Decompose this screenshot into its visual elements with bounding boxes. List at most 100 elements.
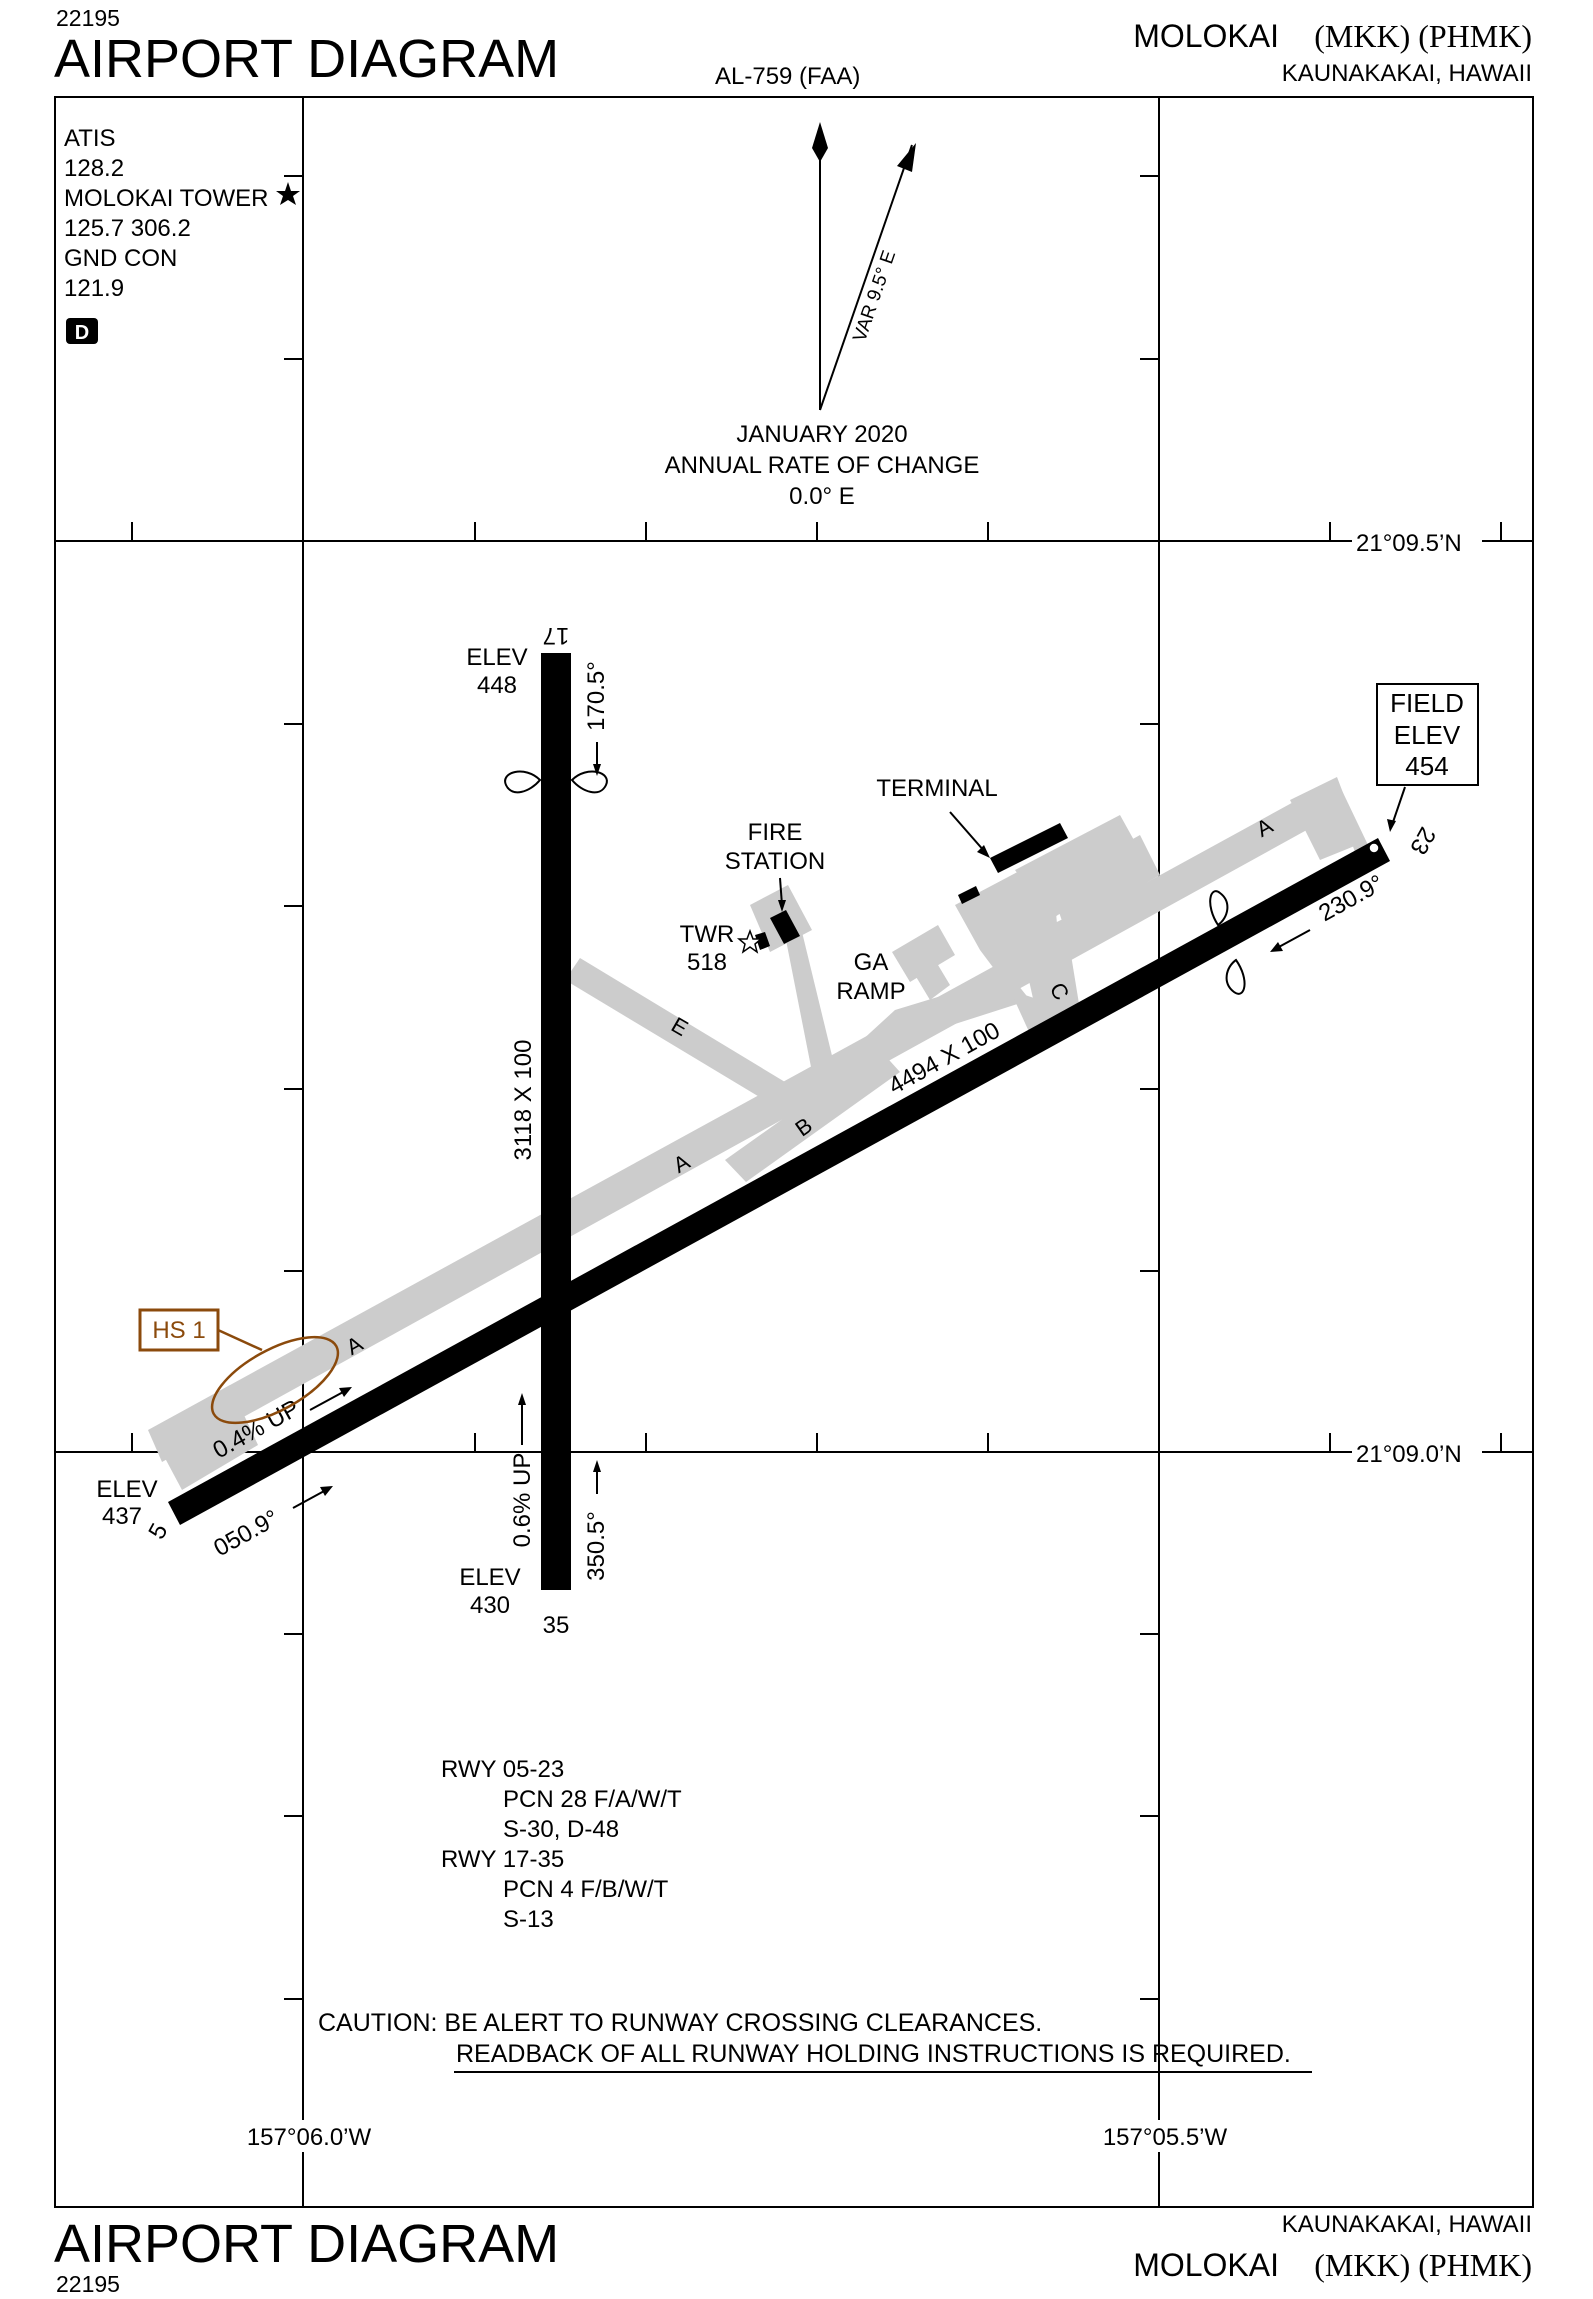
slope-arrowhead-17-35-icon xyxy=(518,1393,526,1405)
atis-frequency: 128.2 xyxy=(64,155,124,182)
procedure-id: AL-759 (FAA) xyxy=(715,63,860,90)
taxiway-a xyxy=(148,782,1343,1462)
runway-23-heading-arrow xyxy=(1276,929,1311,949)
magnetic-variation: VAR 9.5° E xyxy=(849,248,900,345)
note-rwy-05-23: RWY 05-23 xyxy=(441,1756,564,1783)
runway-5-heading-arrow xyxy=(292,1489,327,1509)
terminal-arrowhead-icon xyxy=(977,845,990,858)
field-elev-arrowhead-icon xyxy=(1387,819,1396,832)
runway-5-elev-label: ELEV xyxy=(96,1476,157,1503)
terminal-label: TERMINAL xyxy=(876,775,997,802)
fire-station-label-2: STATION xyxy=(725,848,825,875)
pavement-notes: RWY 05-23 PCN 28 F/A/W/T S-30, D-48 RWY … xyxy=(441,1756,682,1933)
taxiway-c xyxy=(1020,918,1080,1030)
terminal-building xyxy=(990,823,1068,873)
longitude-right: 157°05.5’W xyxy=(1103,2124,1228,2151)
runway-5-arrowhead-icon xyxy=(320,1486,333,1496)
tower-frequencies: 125.7 306.2 xyxy=(64,215,191,242)
lon-right-bg xyxy=(1090,2120,1240,2152)
ga-ramp-link xyxy=(915,960,950,1000)
tower-label: MOLOKAI TOWER xyxy=(64,185,268,212)
footer-airport-name: MOLOKAI xyxy=(1133,2247,1279,2283)
latitude-top: 21°09.5’N xyxy=(1356,530,1462,557)
runup-pad-east-2 xyxy=(1290,777,1362,860)
airport-name: MOLOKAI xyxy=(1133,18,1279,54)
tower-star-icon xyxy=(736,928,764,954)
caution-line-2: READBACK OF ALL RUNWAY HOLDING INSTRUCTI… xyxy=(456,2040,1291,2068)
part-time-star-icon xyxy=(276,182,300,205)
runway-23-number: 23 xyxy=(1404,822,1441,858)
fire-station-building xyxy=(770,910,800,944)
runway-17-35 xyxy=(541,653,571,1590)
runway-05-23 xyxy=(168,838,1390,1525)
runway-35-heading: 350.5° xyxy=(583,1511,610,1581)
field-elev-label-2: ELEV xyxy=(1394,720,1461,750)
terminal-leader xyxy=(949,811,986,853)
runway-17-35-dimensions: 3118 X 100 xyxy=(510,1040,537,1161)
taxiway-junction xyxy=(770,1060,845,1118)
runup-pad-west xyxy=(150,1385,258,1490)
annual-rate-value: 0.0° E xyxy=(789,483,855,510)
tower-building xyxy=(755,932,770,950)
runway-17-elevation: 448 xyxy=(477,672,517,699)
approach-symbol-23 xyxy=(1209,890,1246,995)
north-arrow: VAR 9.5° E JANUARY 2020 ANNUAL RATE OF C… xyxy=(665,122,980,510)
ga-ramp-label-1: GA xyxy=(854,949,889,976)
note-rwy-17-35-pcn: PCN 4 F/B/W/T xyxy=(503,1876,669,1903)
field-elev-label-1: FIELD xyxy=(1390,688,1464,718)
footer-airport-codes: (MKK) (PHMK) xyxy=(1314,2247,1532,2283)
slope-arrowhead-05-23-icon xyxy=(339,1387,352,1397)
annual-rate-label: ANNUAL RATE OF CHANGE xyxy=(665,452,980,479)
ga-taxilane xyxy=(835,975,1030,1080)
note-rwy-17-35: RWY 17-35 xyxy=(441,1846,564,1873)
terminal-annex xyxy=(958,886,980,904)
tower-elevation: 518 xyxy=(687,949,727,976)
diagram-frame xyxy=(54,96,1534,2208)
fire-station-label-1: FIRE xyxy=(748,819,803,846)
note-rwy-05-23-pcn: PCN 28 F/A/W/T xyxy=(503,1786,682,1813)
diagram-title: AIRPORT DIAGRAM xyxy=(54,29,559,89)
magnetic-north-line xyxy=(819,144,913,411)
runway-17-arrowhead-icon xyxy=(593,764,601,776)
grid-ticks xyxy=(131,175,1502,2000)
taxiway-fire-connector xyxy=(785,932,835,1072)
ground-label: GND CON xyxy=(64,245,177,272)
lat-top-bg xyxy=(1352,527,1482,555)
hot-spot-label: HS 1 xyxy=(152,1317,205,1344)
runway-35-number: 35 xyxy=(543,1612,570,1639)
ga-ramp xyxy=(892,925,955,982)
fire-station-arrowhead-icon xyxy=(778,900,786,912)
runway-35-arrowhead-icon xyxy=(593,1460,601,1472)
note-rwy-17-35-weight: S-13 xyxy=(503,1906,554,1933)
terminal-ramp-center xyxy=(1015,815,1145,920)
runway-5-elevation: 437 xyxy=(102,1503,142,1530)
runway-17-heading: 170.5° xyxy=(583,661,610,731)
taxiway-b xyxy=(725,1050,900,1182)
runway-23-end-marker xyxy=(1368,842,1380,854)
runway-17-35-slope: 0.6% UP xyxy=(509,1453,536,1548)
hot-spot-leader xyxy=(217,1328,263,1352)
cycle-number: 22195 xyxy=(56,5,120,31)
longitude-left: 157°06.0’W xyxy=(247,2124,372,2151)
taxiway-e xyxy=(565,958,790,1107)
hot-spot-box[interactable] xyxy=(138,1308,220,1352)
field-elev-leader xyxy=(1391,786,1406,826)
footer-location: KAUNAKAKAI, HAWAII xyxy=(1282,2211,1532,2238)
latitude-bottom: 21°09.0’N xyxy=(1356,1441,1462,1468)
runway-5-number: 5 xyxy=(143,1519,173,1544)
footer-cycle: 22195 xyxy=(56,2271,120,2297)
runway-5-heading: 050.9° xyxy=(209,1505,283,1562)
magnetic-north-arrowhead-icon xyxy=(897,143,916,172)
variation-date: JANUARY 2020 xyxy=(736,421,907,448)
ground-frequency: 121.9 xyxy=(64,275,124,302)
atis-label: ATIS xyxy=(64,125,116,152)
field-elevation-box xyxy=(1376,683,1479,786)
approach-symbol-17 xyxy=(504,770,608,794)
hot-spot-ellipse xyxy=(210,1335,340,1425)
runway-35-elev-label: ELEV xyxy=(459,1564,520,1591)
taxiway-surfaces xyxy=(148,777,1368,1490)
lon-left-bg xyxy=(236,2120,386,2152)
note-rwy-05-23-weight: S-30, D-48 xyxy=(503,1816,619,1843)
terminal-ramp-main xyxy=(1050,835,1160,930)
